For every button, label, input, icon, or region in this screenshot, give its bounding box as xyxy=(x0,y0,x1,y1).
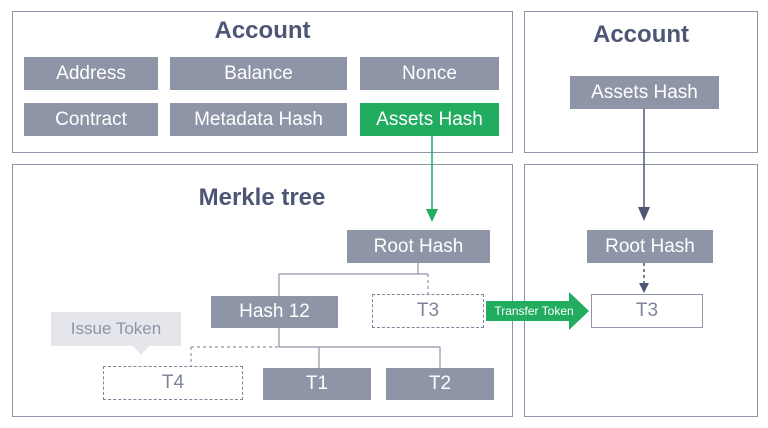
transfer-token-label: Transfer Token xyxy=(494,304,574,318)
left-account-title: Account xyxy=(214,17,311,44)
balance-field: Balance xyxy=(170,57,347,90)
metadata-hash-field: Metadata Hash xyxy=(170,103,347,136)
right-t3-node: T3 xyxy=(591,294,703,328)
right-root-hash-node: Root Hash xyxy=(587,230,713,263)
t2-node: T2 xyxy=(386,368,494,400)
nonce-field: Nonce xyxy=(360,57,499,90)
right-merkle-panel xyxy=(524,164,758,417)
address-field: Address xyxy=(24,57,158,90)
contract-field: Contract xyxy=(24,103,158,136)
t3-node-dashed: T3 xyxy=(372,294,484,328)
assets-hash-field: Assets Hash xyxy=(360,103,499,136)
right-account-title: Account xyxy=(593,21,689,48)
hash12-node: Hash 12 xyxy=(211,296,338,328)
t4-node-dashed: T4 xyxy=(103,366,243,400)
right-assets-hash-field: Assets Hash xyxy=(570,76,719,109)
root-hash-node: Root Hash xyxy=(347,230,490,263)
issue-token-callout: Issue Token xyxy=(51,312,181,346)
t1-node: T1 xyxy=(263,368,371,400)
merkle-tree-title: Merkle tree xyxy=(198,184,326,211)
